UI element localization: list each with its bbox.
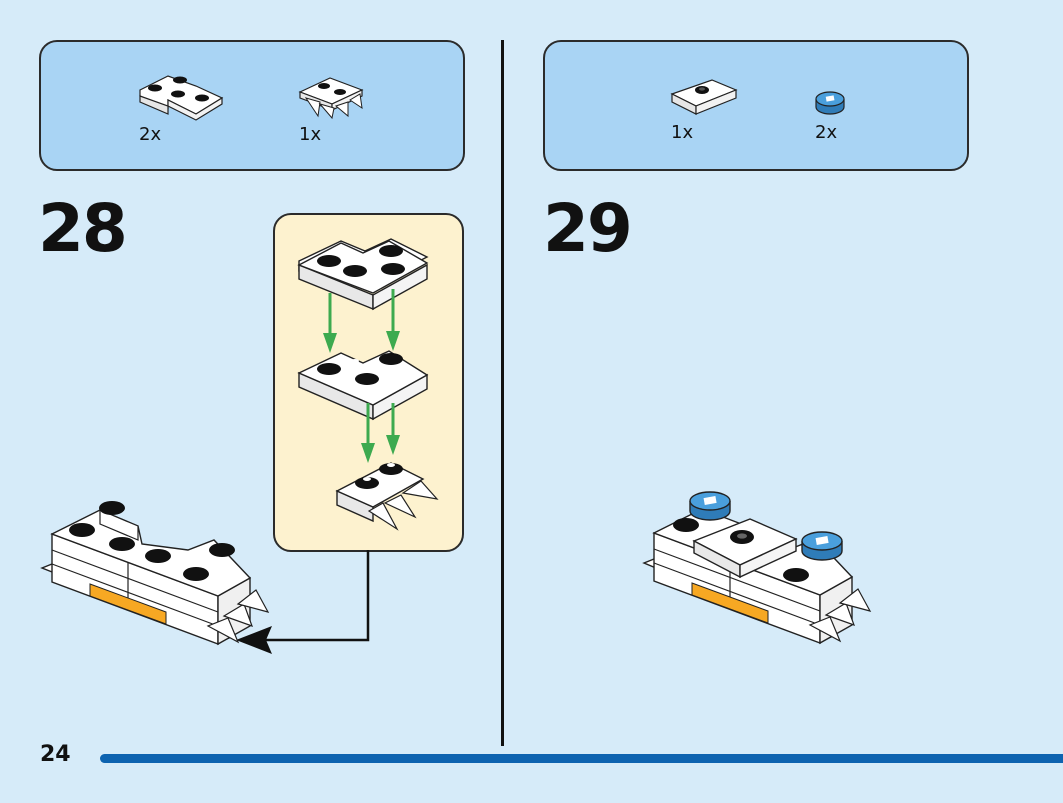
parts-list-step-28: 2x 1x xyxy=(39,40,465,171)
column-divider xyxy=(501,40,504,746)
part-qty: 1x xyxy=(671,122,694,143)
plate-corner-2x2-white-icon xyxy=(139,75,224,121)
parts-list-step-29: 1x 2x xyxy=(543,40,969,171)
plate-teeth-white-icon xyxy=(335,462,439,531)
plate-teeth-white-icon xyxy=(298,77,364,120)
subassembly-callout-arrow-icon xyxy=(297,238,439,531)
plate-corner-2x2-white-icon xyxy=(297,238,429,311)
plate-corner-2x2-white-icon xyxy=(297,350,429,421)
part-qty: 2x xyxy=(139,124,162,145)
part-qty: 1x xyxy=(299,124,322,145)
model-step-28 xyxy=(40,501,270,646)
tile-round-1x1-blue-icon xyxy=(689,491,731,521)
plate-jumper-1x2-white-icon xyxy=(670,79,738,115)
callout-connector-arrow-icon xyxy=(236,550,370,654)
tile-round-1x1-blue-icon xyxy=(815,91,845,115)
step-number: 28 xyxy=(38,190,128,267)
tile-round-1x1-blue-icon xyxy=(801,531,843,561)
page-number: 24 xyxy=(40,742,71,767)
model-step-29 xyxy=(642,491,872,645)
progress-bar xyxy=(100,754,1063,763)
step-number: 29 xyxy=(543,190,633,267)
part-qty: 2x xyxy=(815,122,838,143)
